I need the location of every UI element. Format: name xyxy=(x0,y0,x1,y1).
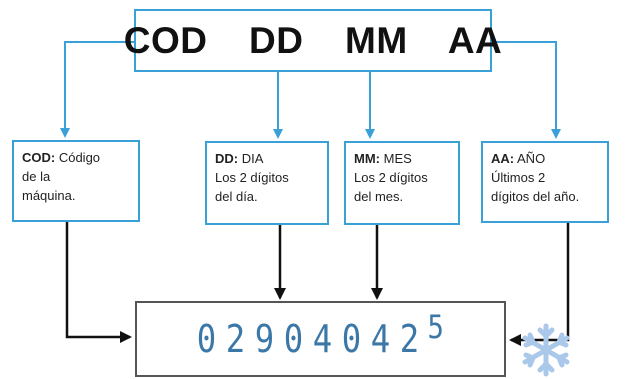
arrow-to-cod xyxy=(60,41,134,138)
format-title: COD DD MM AA xyxy=(123,19,503,61)
aa-line3: dígitos del año. xyxy=(491,189,580,204)
code-digit: 0 xyxy=(197,317,217,361)
cod-line1: Código xyxy=(55,150,101,165)
dd-line1: DIA xyxy=(238,151,264,166)
cod-key: COD: xyxy=(22,150,56,165)
dd-line2: Los 2 dígitos xyxy=(215,170,289,185)
code-digits: 0 2 9 0 4 0 4 2 5 xyxy=(195,308,445,361)
code-digit: 2 xyxy=(399,317,419,361)
code-digit: 5 xyxy=(427,308,445,346)
arrow-cod-to-code xyxy=(65,222,132,343)
aa-line1: AÑO xyxy=(514,151,546,166)
snowflake-icon xyxy=(522,323,570,377)
dd-description-box: DD: DIA Los 2 dígitos del día. xyxy=(205,141,329,225)
dd-key: DD: xyxy=(215,151,239,166)
aa-description-box: AA: AÑO Últimos 2 dígitos del año. xyxy=(481,141,609,223)
mm-line1: MES xyxy=(380,151,412,166)
mm-key: MM: xyxy=(354,151,380,166)
code-digit: 0 xyxy=(341,317,361,361)
cod-description-box: COD: Código de la máquina. xyxy=(12,140,140,222)
code-digit: 4 xyxy=(312,317,333,361)
arrow-to-aa xyxy=(492,41,561,139)
mm-line2: Los 2 dígitos xyxy=(354,170,428,185)
code-digit: 9 xyxy=(254,317,275,361)
format-title-box: COD DD MM AA xyxy=(124,9,502,72)
mm-line3: del mes. xyxy=(354,189,404,204)
code-digit: 2 xyxy=(225,317,246,361)
cod-line3: máquina. xyxy=(22,188,76,203)
mm-description-box: MM: MES Los 2 dígitos del mes. xyxy=(344,141,460,225)
aa-key: AA: xyxy=(491,151,515,166)
code-example-box: 0 2 9 0 4 0 4 2 5 xyxy=(135,301,506,377)
dd-line3: del día. xyxy=(215,189,258,204)
code-digit: 0 xyxy=(283,317,304,361)
aa-line2: Últimos 2 xyxy=(491,170,546,185)
cod-line2: de la xyxy=(22,169,51,184)
code-digit: 4 xyxy=(370,317,390,361)
